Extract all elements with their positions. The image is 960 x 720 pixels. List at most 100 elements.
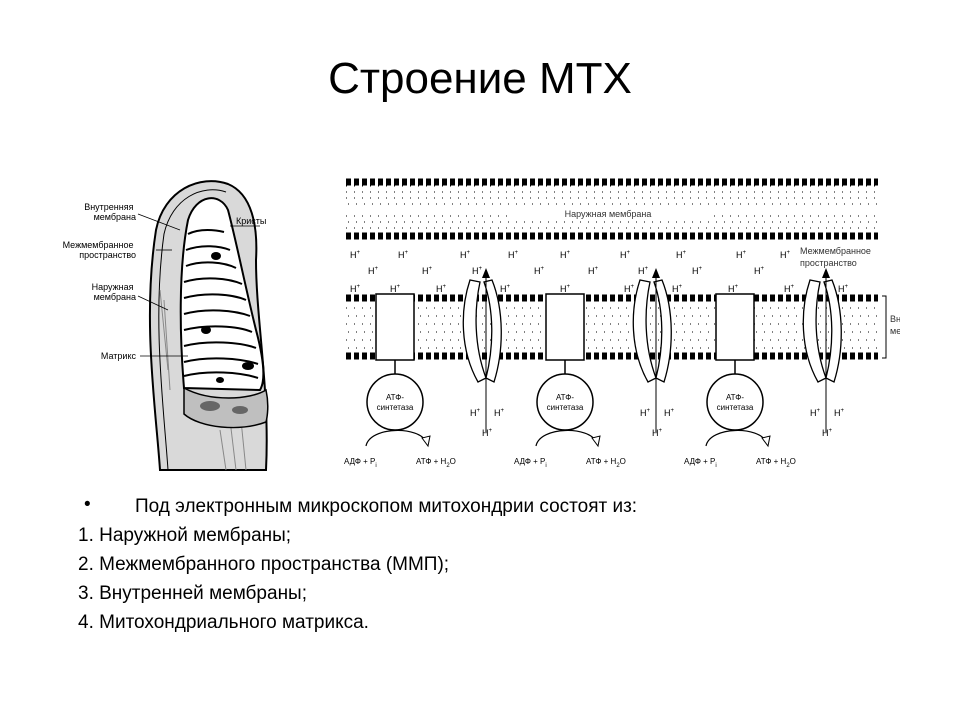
proton-label: H+ xyxy=(664,408,675,418)
leader-lines xyxy=(137,213,260,357)
proton-label: H+ xyxy=(534,266,545,276)
synthase-label: АТФ-синтетаза xyxy=(377,393,414,412)
arrow-up-icon xyxy=(822,268,830,278)
membrane-diagram: Наружная мембрана H+H+H+H+H+H+H+H+H+H+H+… xyxy=(344,178,900,469)
proton-label: H+ xyxy=(422,266,433,276)
proton-label: H+ xyxy=(368,266,379,276)
arrow-up-icon xyxy=(482,268,490,278)
proton-label: H+ xyxy=(728,284,739,294)
cylinder-shading xyxy=(159,289,247,471)
outer-membrane-bilayer: Наружная мембрана xyxy=(346,178,878,240)
inner-membrane-bilayer xyxy=(346,294,878,360)
outer-membrane-edge xyxy=(158,189,227,471)
adp-label: АДФ + Pi xyxy=(514,457,547,469)
proton-label: H+ xyxy=(838,284,849,294)
proton-label: H+ xyxy=(560,250,571,260)
proton-label: H+ xyxy=(652,428,663,438)
outer-membrane-label-box xyxy=(508,206,708,220)
label-outer-membrane: Наружная мембрана xyxy=(92,282,136,302)
label-intermembrane: Межмембранное пространство xyxy=(800,246,873,268)
proton-label: H+ xyxy=(692,266,703,276)
proton-label: H+ xyxy=(500,284,511,294)
f0-subunit xyxy=(375,293,415,361)
arrow-up-icon xyxy=(652,268,660,278)
label-matrix: Матрикс xyxy=(101,351,137,361)
adp-label: АДФ + Pi xyxy=(344,457,377,469)
f1-head xyxy=(706,373,764,431)
proton-label: H+ xyxy=(810,408,821,418)
reaction-arc xyxy=(535,429,597,447)
cut-rim-texture xyxy=(200,401,248,414)
adp-label: АДФ + Pi xyxy=(684,457,717,469)
slide-title: Строение МТХ xyxy=(328,54,632,103)
proton-label: H+ xyxy=(754,266,765,276)
arrow-head-icon xyxy=(591,435,601,448)
proton-label: H+ xyxy=(672,284,683,294)
proton-channel: H+H+H+ xyxy=(632,268,675,438)
inner-membrane-lipid-tails xyxy=(346,307,878,349)
f1-head xyxy=(536,373,594,431)
mitochondrion-cutaway: Внутренняя мембрана Межмембранное простр… xyxy=(63,180,269,471)
f0-subunit xyxy=(545,293,585,361)
proton-label: H+ xyxy=(560,284,571,294)
f1-head xyxy=(366,373,424,431)
list-item: 1. Наружной мембраны; xyxy=(78,525,292,546)
synthase-label: АТФ-синтетаза xyxy=(547,393,584,412)
inner-membrane-bracket xyxy=(882,295,887,359)
proton-label: H+ xyxy=(588,266,599,276)
cut-rim xyxy=(183,386,269,429)
intro-line: • Под электронным микроскопом митохондри… xyxy=(78,492,898,521)
proton-label: H+ xyxy=(350,284,361,294)
proton-label: H+ xyxy=(736,250,747,260)
matrix-granules xyxy=(201,252,254,383)
proton-label: H+ xyxy=(390,284,401,294)
cristae xyxy=(183,229,259,379)
proton-label: H+ xyxy=(822,428,833,438)
outer-membrane-lipid-tails xyxy=(346,191,878,229)
proton-label: H+ xyxy=(350,250,361,260)
arrow-head-icon xyxy=(421,435,431,448)
atp-label: АТФ + H2O xyxy=(756,457,796,469)
proton-label: H+ xyxy=(784,284,795,294)
proton-label: H+ xyxy=(780,250,791,260)
bullet: • xyxy=(84,494,91,515)
proton-label: H+ xyxy=(676,250,687,260)
proton-label: H+ xyxy=(620,250,631,260)
proton-field: H+ H+ H+ H+ H+ H+ H+ H+ H+ H+ H+ H+ H+ H+ H+ H+ H+ H+ H+ H+… xyxy=(350,250,849,294)
proton-channel: H+H+H+ xyxy=(802,268,845,438)
proton-label: H+ xyxy=(482,428,493,438)
proton-label: H+ xyxy=(638,266,649,276)
reaction-arc xyxy=(365,429,427,447)
label-intermembrane-space: Межмембранное пространство xyxy=(63,240,136,260)
proton-label: H+ xyxy=(472,266,483,276)
proton-label: H+ xyxy=(508,250,519,260)
outer-membrane-label: Наружная мембрана xyxy=(565,209,652,219)
label-inner-membrane: Внутренняя мембрана xyxy=(84,202,136,222)
proton-label: H+ xyxy=(494,408,505,418)
mitochondria-diagram: Внутренняя мембрана Межмембранное простр… xyxy=(63,178,900,471)
label-inner-membrane-right: Внутренняя мембрана xyxy=(890,314,900,336)
list-item: 3. Внутренней мембраны; xyxy=(78,583,307,604)
proton-label: H+ xyxy=(470,408,481,418)
reaction-arc xyxy=(705,429,767,447)
proton-label: H+ xyxy=(398,250,409,260)
atp-label: АТФ + H2O xyxy=(416,457,456,469)
f0-subunit xyxy=(715,293,755,361)
body-text: • Под электронным микроскопом митохондри… xyxy=(78,492,898,637)
proton-label: H+ xyxy=(460,250,471,260)
synthase-label: АТФ-синтетаза xyxy=(717,393,754,412)
arrow-head-icon xyxy=(761,435,771,448)
list-item: 4. Митохондриального матрикса. xyxy=(78,612,369,633)
proton-channel: H+H+H+ xyxy=(462,268,505,438)
label-cristae: Кристы xyxy=(236,216,266,226)
proton-label: H+ xyxy=(624,284,635,294)
atp-label: АТФ + H2O xyxy=(586,457,626,469)
proton-label: H+ xyxy=(640,408,651,418)
intro-text: Под электронным микроскопом митохондрии … xyxy=(135,496,638,517)
proton-label: H+ xyxy=(436,284,447,294)
list-item: 2. Межмембранного пространства (ММП); xyxy=(78,554,450,575)
